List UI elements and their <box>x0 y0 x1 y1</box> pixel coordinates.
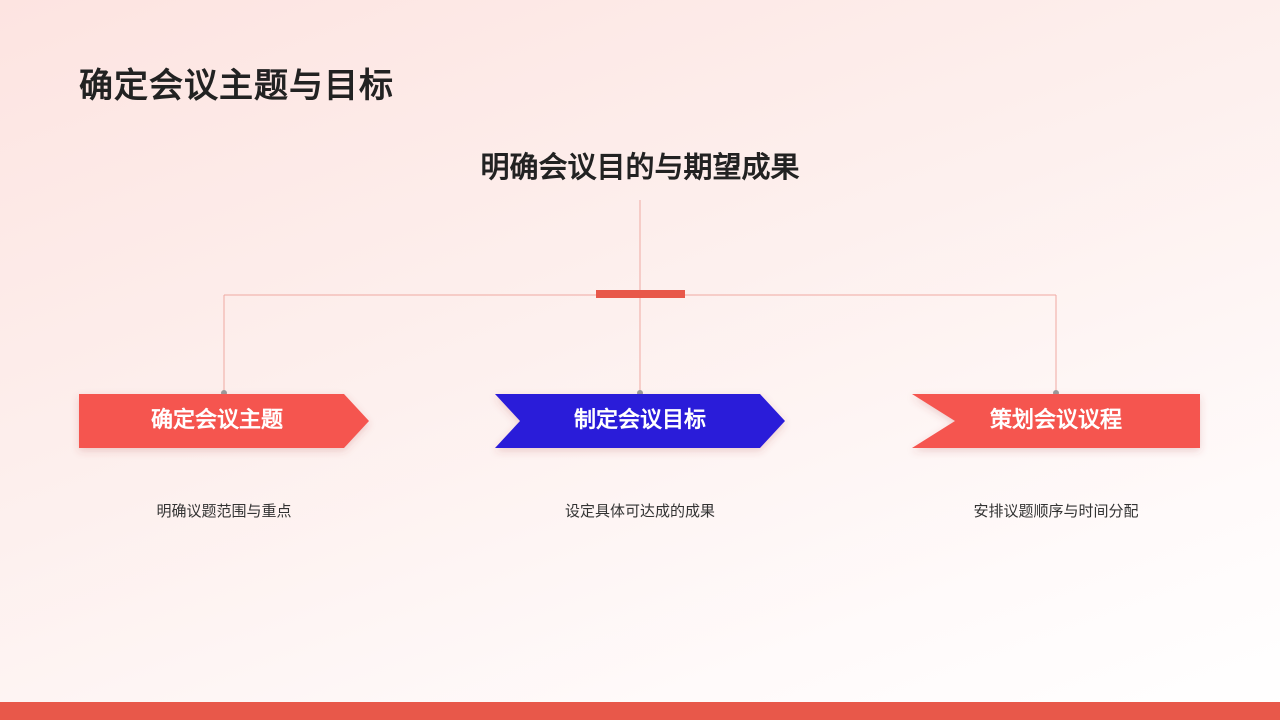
node-label-agenda: 策划会议议程 <box>989 408 1122 433</box>
junction-accent-bar <box>596 290 685 298</box>
node-desc-agenda: 安排议题顺序与时间分配 <box>973 502 1139 520</box>
node-shape-topic <box>79 394 369 448</box>
bottom-accent-bar <box>0 702 1280 720</box>
node-label-topic: 确定会议主题 <box>150 408 283 433</box>
node-desc-goal: 设定具体可达成的成果 <box>564 502 715 520</box>
root-node-title: 明确会议目的与期望成果 <box>480 150 800 184</box>
node-desc-topic: 明确议题范围与重点 <box>156 502 292 520</box>
node-shape-goal <box>495 394 785 448</box>
node-label-goal: 制定会议目标 <box>573 408 706 433</box>
page-title: 确定会议主题与目标 <box>79 66 394 106</box>
node-shape-agenda <box>912 394 1200 448</box>
